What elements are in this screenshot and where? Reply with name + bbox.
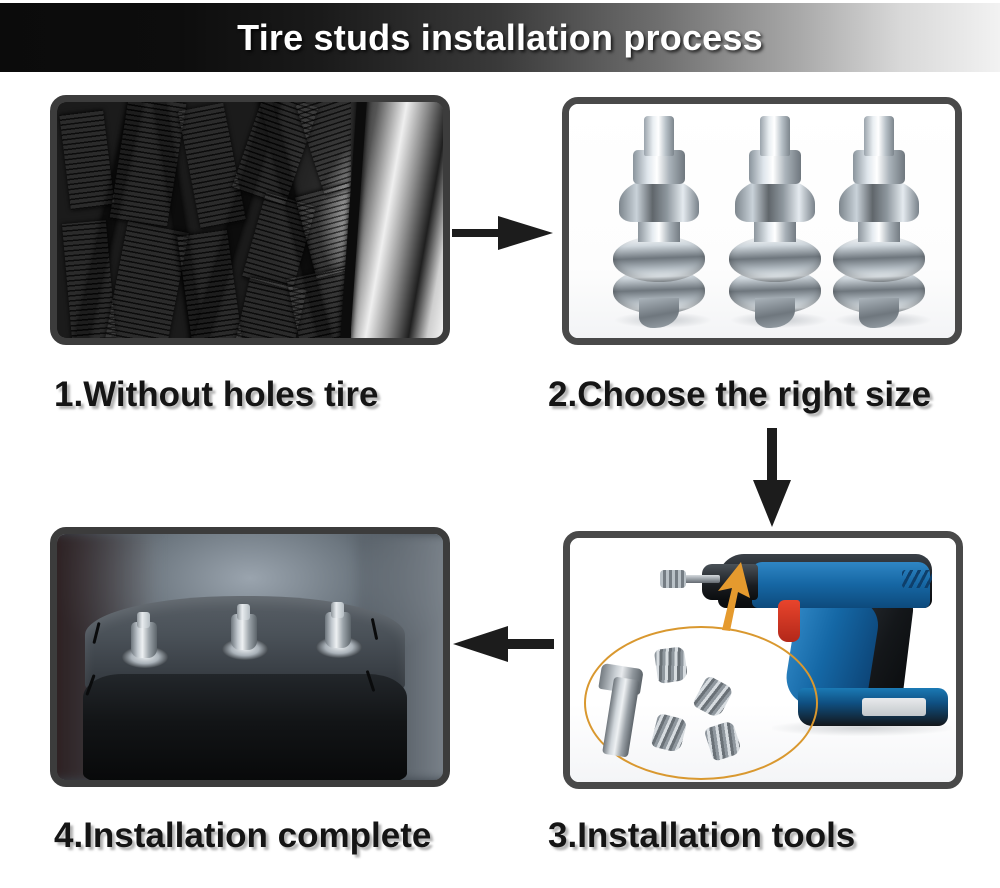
stud-flange xyxy=(619,178,699,222)
stud-flange xyxy=(839,178,919,222)
step-1-image-panel xyxy=(50,95,450,345)
stud-helix-upper xyxy=(729,236,821,282)
arrow-step3-to-step4-icon xyxy=(453,626,554,662)
tire-stud xyxy=(611,116,711,328)
installed-stud xyxy=(222,604,268,660)
stud-body xyxy=(231,614,257,650)
installed-stud xyxy=(316,602,362,658)
stud-tip xyxy=(864,116,894,156)
step-2-caption: 2.Choose the right size xyxy=(548,375,932,414)
stud-on-bit xyxy=(660,570,686,588)
stud-carbide-pin xyxy=(237,604,250,620)
drill-vent xyxy=(902,570,932,588)
stud-tip xyxy=(644,116,674,156)
page-title: Tire studs installation process xyxy=(237,16,763,58)
tools-highlight-ellipse xyxy=(584,626,818,780)
stud-tip xyxy=(760,116,790,156)
stud-carbide-pin xyxy=(331,602,344,618)
installation-tools-photo xyxy=(570,538,956,782)
loose-stud xyxy=(653,646,689,684)
stud-driver-bit xyxy=(682,575,720,583)
step-3-image-panel xyxy=(563,531,963,789)
drill-battery-label xyxy=(862,698,926,716)
tire-sidewall-shadow xyxy=(83,674,407,780)
tire-studs-photo xyxy=(569,104,955,338)
tire-tread-photo xyxy=(57,102,443,338)
orange-pointer-arrow xyxy=(718,562,750,631)
installed-stud xyxy=(122,612,168,668)
cordless-drill xyxy=(660,548,952,736)
stud-body xyxy=(325,612,351,648)
header-banner: Tire studs installation process xyxy=(0,3,1000,72)
tire-shoulder-rib xyxy=(351,102,443,338)
stud-helix-upper xyxy=(613,236,705,282)
step-3-caption: 3.Installation tools xyxy=(548,816,856,855)
stud-flange xyxy=(735,178,815,222)
step-4-caption: 4.Installation complete xyxy=(54,816,432,855)
step-4-image-panel xyxy=(50,527,450,787)
stud-helix-upper xyxy=(833,236,925,282)
step-1-caption: 1.Without holes tire xyxy=(54,375,379,414)
installed-studs-photo xyxy=(57,534,443,780)
arrow-step2-to-step3-icon xyxy=(753,428,791,527)
arrow-step1-to-step2-icon xyxy=(452,216,553,250)
tire-stud xyxy=(727,116,827,328)
step-2-image-panel xyxy=(562,97,962,345)
drill-trigger xyxy=(778,600,800,642)
stud-carbide-pin xyxy=(137,612,150,628)
stud-body xyxy=(131,622,157,658)
tire-stud xyxy=(831,116,931,328)
